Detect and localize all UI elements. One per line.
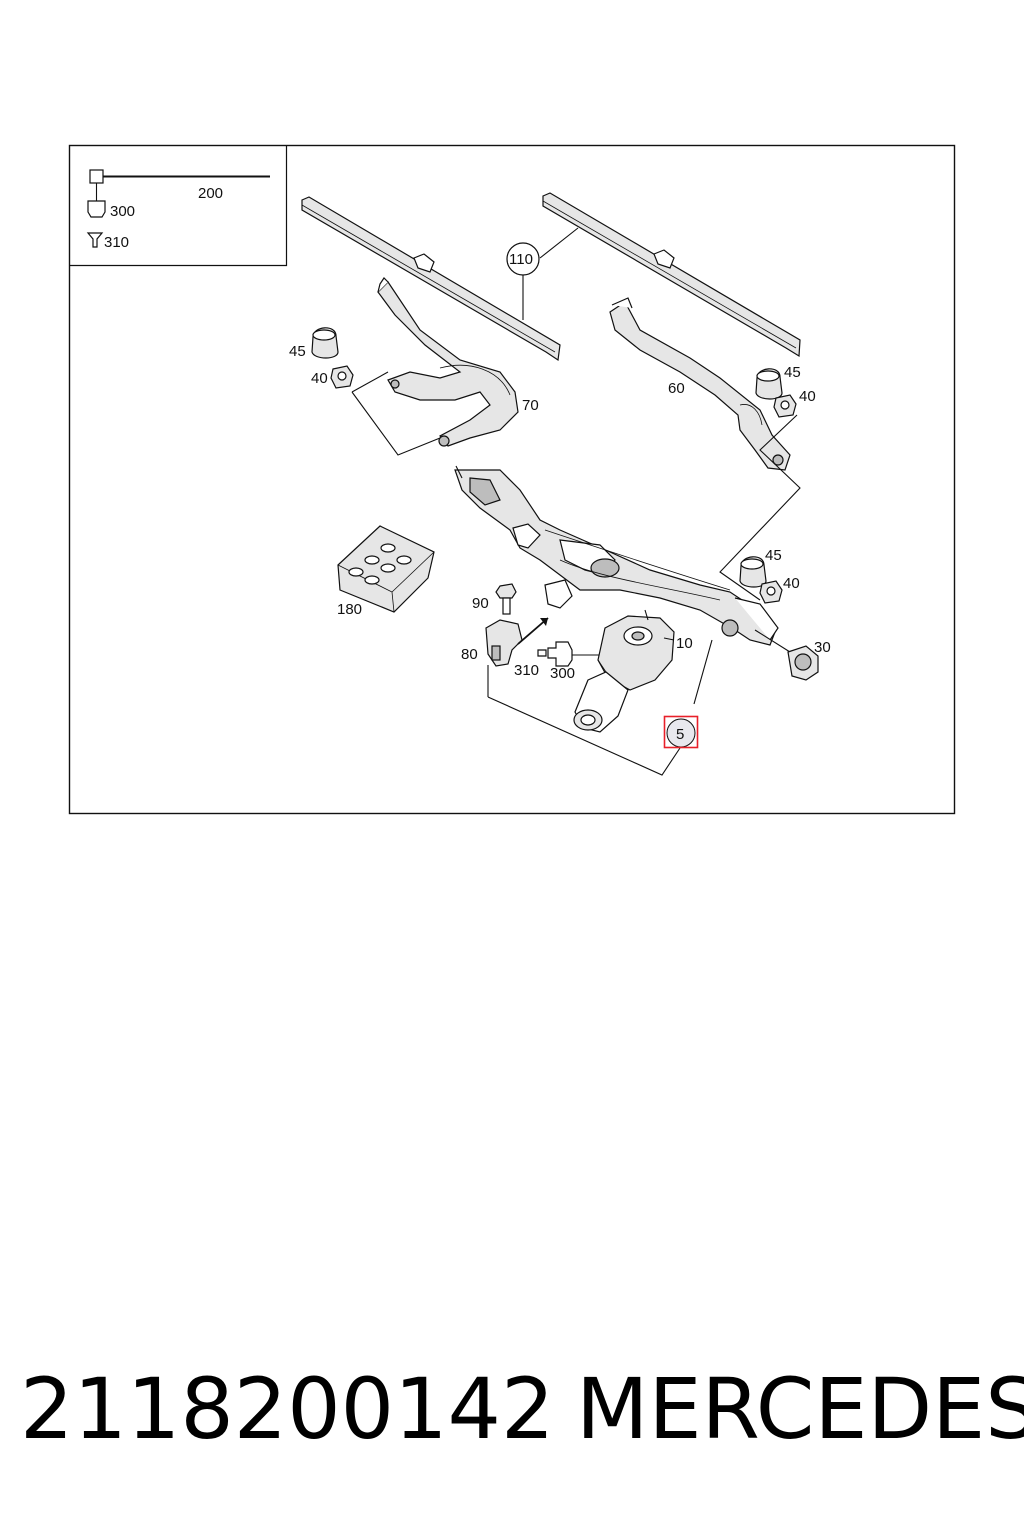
leader-motor-group <box>693 639 713 705</box>
callout-90: 90 <box>472 595 489 612</box>
linkage-assembly <box>454 465 779 646</box>
nut-40-right-lower <box>759 580 783 604</box>
control-module-180 <box>337 525 435 613</box>
cap-45-left <box>311 327 339 359</box>
legend-box: 200 300 310 <box>69 145 288 267</box>
bolt-90 <box>495 583 517 615</box>
callout-60: 60 <box>668 380 685 397</box>
callout-5-highlighted: 5 <box>663 715 699 749</box>
highlight-box <box>663 715 699 749</box>
bracket-80 <box>485 617 549 667</box>
svg-text:5: 5 <box>676 726 684 743</box>
leader-10 <box>663 637 675 641</box>
callout-40-right-upper: 40 <box>799 388 816 405</box>
wiper-arm-right <box>609 297 791 471</box>
leader-left-arm <box>351 371 389 393</box>
connector-300-310 <box>537 641 605 667</box>
callout-30: 30 <box>814 639 831 656</box>
wiper-motor <box>573 609 675 733</box>
callout-45-right-upper: 45 <box>784 364 801 381</box>
nut-40-right-upper <box>773 394 797 418</box>
brand-name: MERCEDES <box>576 1360 1024 1458</box>
nut-40-left <box>330 365 354 389</box>
callout-180: 180 <box>337 601 362 618</box>
leader-motor-bottom <box>487 696 681 776</box>
callout-70: 70 <box>522 397 539 414</box>
legend-label-200: 200 <box>198 185 223 202</box>
callout-300: 300 <box>550 665 575 682</box>
legend-label-310: 310 <box>104 234 129 251</box>
callout-10: 10 <box>676 635 693 652</box>
connector-30 <box>754 629 819 681</box>
wiper-arm-left <box>377 277 519 447</box>
cap-45-right-lower <box>739 556 767 588</box>
leader-left-group <box>351 391 441 456</box>
diagram-frame <box>68 144 956 815</box>
callout-45-right-lower: 45 <box>765 547 782 564</box>
wiper-blade-right <box>542 192 801 358</box>
leader-right-group <box>719 414 801 601</box>
wiper-blade-left <box>301 196 561 362</box>
callout-40-left: 40 <box>311 370 328 387</box>
caption: 2118200142 MERCEDES <box>0 1360 1024 1470</box>
callout-80: 80 <box>461 646 478 663</box>
callout-310: 310 <box>514 662 539 679</box>
callout-45-left: 45 <box>289 343 306 360</box>
legend-label-300: 300 <box>110 203 135 220</box>
callout-40-right-lower: 40 <box>783 575 800 592</box>
part-number: 2118200142 <box>20 1360 555 1458</box>
svg-text:110: 110 <box>509 251 533 268</box>
cap-45-right-upper <box>755 368 783 400</box>
callout-110: 110 <box>506 227 579 320</box>
